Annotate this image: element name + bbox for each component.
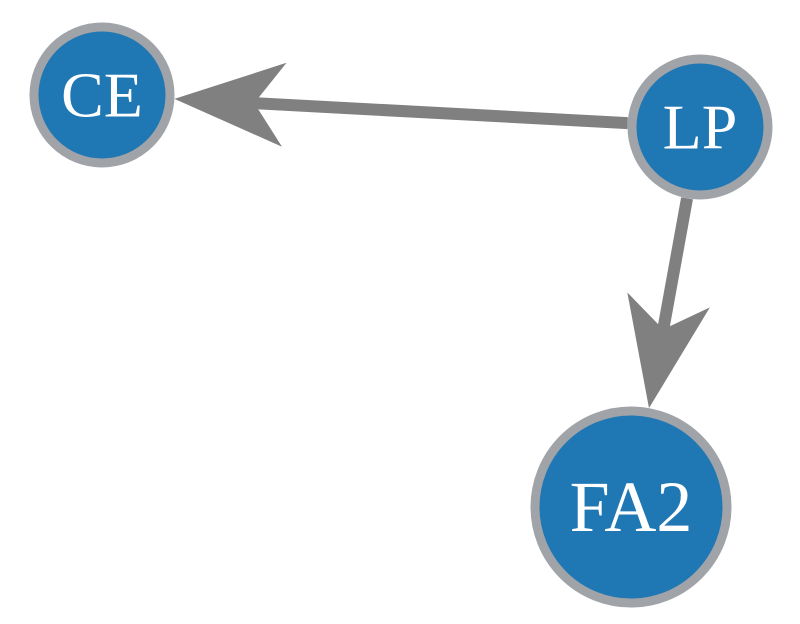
nodes-layer: CE LP FA2 (29, 22, 773, 608)
edge-line-LP-FA2 (656, 197, 693, 337)
node-CE[interactable]: CE (29, 22, 175, 168)
arrowhead-LP-CE (174, 62, 287, 147)
edges-layer (174, 62, 710, 409)
arrowhead-LP-FA2 (627, 292, 710, 409)
node-circle-FA2 (530, 406, 732, 608)
edge-LP-CE (174, 62, 628, 147)
node-circle-LP (627, 54, 773, 200)
edge-LP-FA2 (627, 197, 710, 409)
node-label-LP: LP (663, 92, 738, 163)
node-label-FA2: FA2 (570, 467, 693, 547)
node-circle-CE (29, 22, 175, 168)
node-FA2[interactable]: FA2 (530, 406, 732, 608)
node-label-CE: CE (61, 60, 143, 131)
edge-line-LP-CE (247, 96, 628, 130)
node-LP[interactable]: LP (627, 54, 773, 200)
